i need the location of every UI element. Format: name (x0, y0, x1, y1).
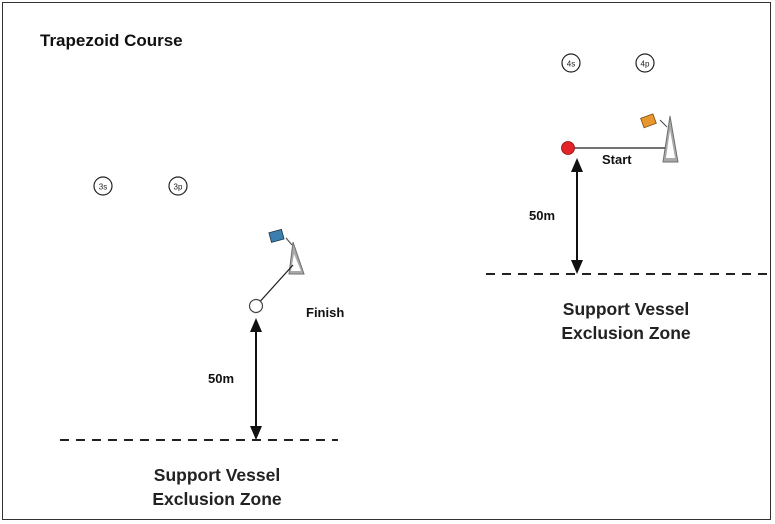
finish-line (255, 264, 294, 307)
buoy-3s-label: 3s (99, 183, 107, 192)
diagram-title: Trapezoid Course (40, 31, 183, 50)
finish-flag (268, 228, 285, 243)
start-marker (561, 141, 575, 155)
start-flag-boat (640, 113, 679, 163)
exclusion-zone-right-line1: Support Vessel (562, 299, 690, 319)
buoy-4p: 4p (635, 53, 655, 73)
finish-flag-boat (268, 228, 305, 275)
buoy-4p-label: 4p (641, 60, 650, 69)
exclusion-zone-right-line2: Exclusion Zone (561, 323, 691, 343)
exclusion-zone-right: Support Vessel Exclusion Zone (516, 297, 736, 345)
buoy-3s: 3s (93, 176, 113, 196)
buoy-3p: 3p (168, 176, 188, 196)
buoy-4s-label: 4s (567, 60, 575, 69)
exclusion-zone-left-line2: Exclusion Zone (152, 489, 282, 509)
distance-label-right: 50m (529, 208, 556, 223)
start-flag (640, 113, 657, 129)
start-label: Start (602, 152, 632, 167)
finish-label: Finish (306, 305, 345, 320)
distance-arrow-right (571, 158, 583, 274)
distance-arrow-left (250, 318, 262, 440)
buoy-3p-label: 3p (174, 183, 183, 192)
distance-label-left: 50m (208, 371, 235, 386)
finish-marker (248, 298, 264, 314)
exclusion-zone-left: Support Vessel Exclusion Zone (107, 463, 327, 511)
exclusion-zone-left-line1: Support Vessel (153, 465, 281, 485)
buoy-4s: 4s (561, 53, 581, 73)
